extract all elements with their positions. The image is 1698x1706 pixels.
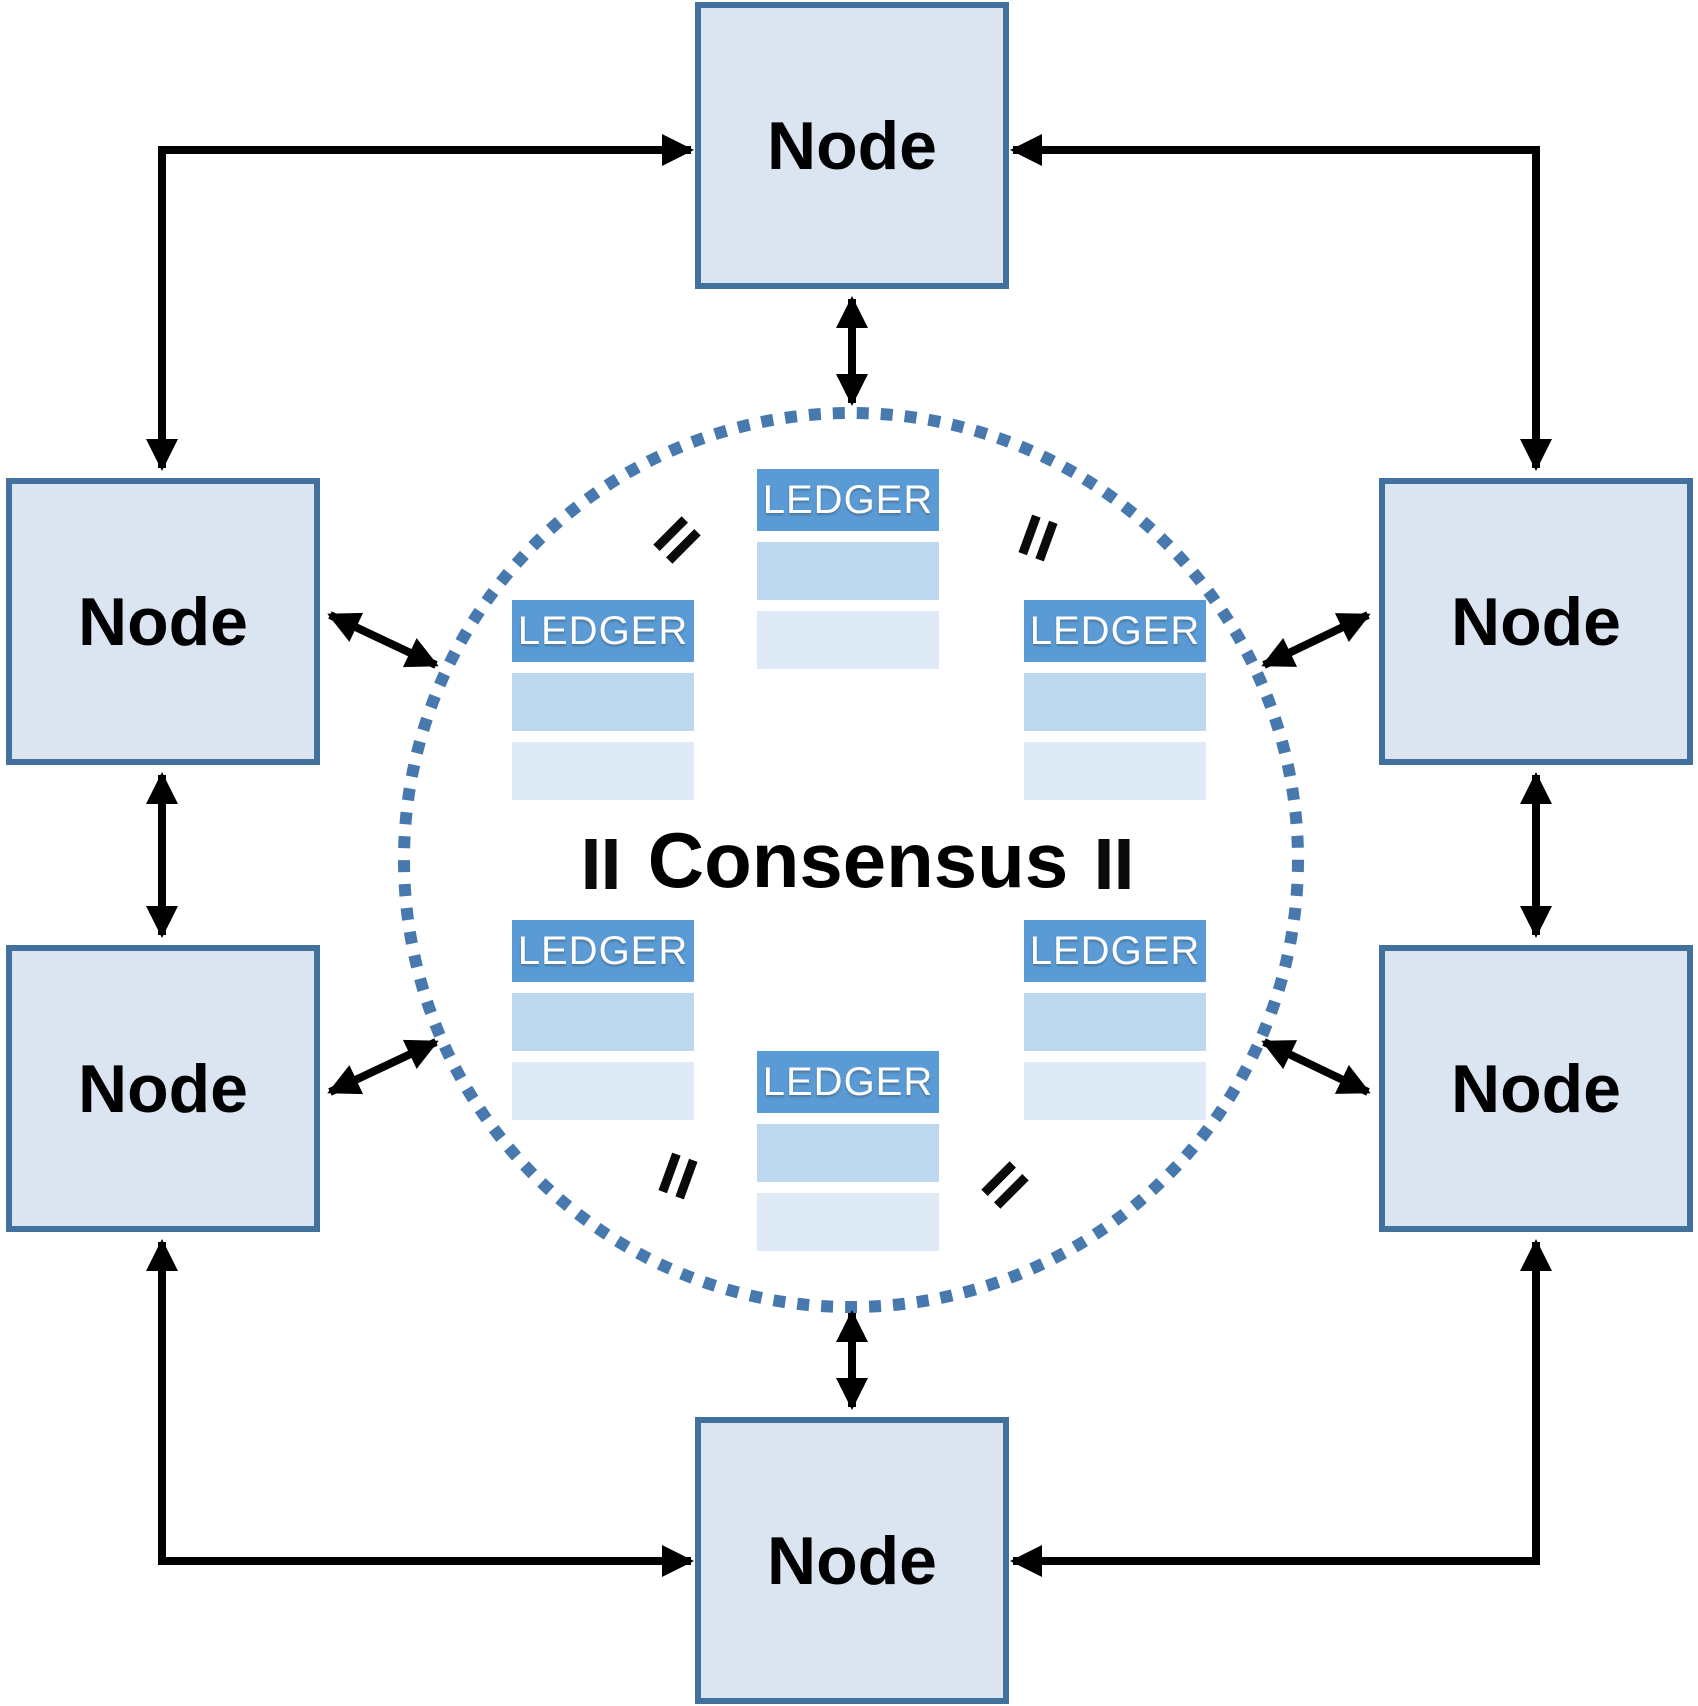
equals-icon [653,516,701,564]
ledger-table-bottom-right: LEDGER [1024,920,1206,1120]
node-label: Node [1451,583,1621,660]
node-box-left-upper: Node [6,478,320,765]
equals-icon [585,839,617,889]
arrow-right-upper-node-to-circle [1261,611,1371,669]
ledger-row [1024,742,1206,800]
ledger-header: LEDGER [512,920,694,982]
ledger-row [1024,673,1206,731]
equals-icon [1098,839,1130,889]
ledger-header: LEDGER [757,469,939,531]
ledger-header: LEDGER [1024,920,1206,982]
ledger-table-top: LEDGER [757,469,939,669]
ledger-row [512,993,694,1051]
ledger-table-mid-left: LEDGER [512,600,694,800]
ledger-row [757,1124,939,1182]
node-box-right-upper: Node [1379,478,1693,765]
ledger-table-bottom: LEDGER [757,1051,939,1251]
ledger-row [1024,1062,1206,1120]
node-box-bottom: Node [695,1417,1009,1704]
node-label: Node [767,107,937,184]
arrow-top-left-elbow [146,134,694,471]
ledger-row [757,542,939,600]
ledger-table-bottom-left: LEDGER [512,920,694,1120]
ledger-row [512,742,694,800]
node-box-left-lower: Node [6,945,320,1232]
arrow-right-lower-node-to-circle [1261,1038,1371,1096]
arrow-bottom-left-elbow [146,1239,694,1577]
ledger-row [757,1193,939,1251]
arrow-top-right-elbow [1010,134,1552,471]
node-label: Node [78,583,248,660]
node-label: Node [78,1050,248,1127]
ledger-header: LEDGER [757,1051,939,1113]
ledger-row [512,1062,694,1120]
arrow-left-lower-node-to-circle [327,1038,439,1096]
arrow-left-upper-node-to-circle [327,611,439,669]
equals-icon [1018,514,1058,562]
node-box-top: Node [695,2,1009,289]
ledger-header: LEDGER [1024,600,1206,662]
ledger-table-mid-right: LEDGER [1024,600,1206,800]
ledger-header: LEDGER [512,600,694,662]
node-label: Node [767,1522,937,1599]
equals-icon [981,1161,1029,1209]
node-box-right-lower: Node [1379,945,1693,1232]
ledger-row [757,611,939,669]
ledger-row [1024,993,1206,1051]
node-label: Node [1451,1050,1621,1127]
ledger-row [512,673,694,731]
arrow-bottom-right-elbow [1010,1239,1552,1577]
consensus-circle [398,407,1304,1313]
consensus-title: Consensus [647,815,1069,904]
equals-icon [658,1152,698,1200]
